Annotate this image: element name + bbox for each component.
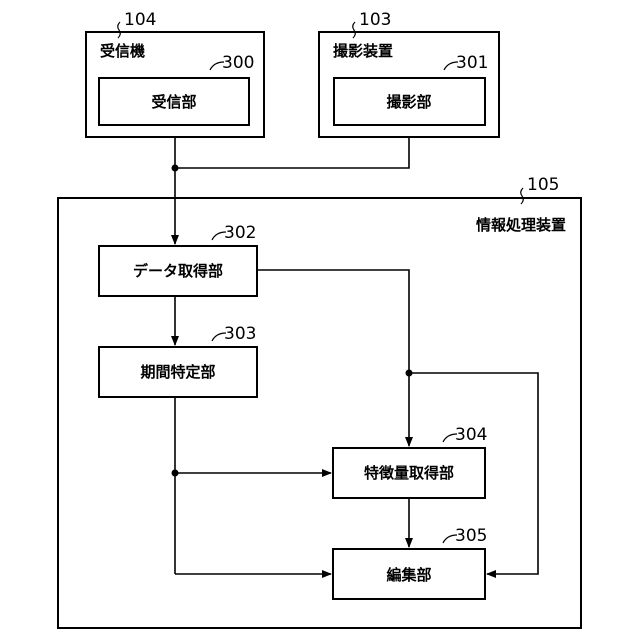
period-identification-block: 期間特定部 303 [99,324,257,397]
data-acquisition-label: データ取得部 [133,262,223,280]
receiver-title: 受信機 [100,42,145,60]
ref-300: 300 [222,53,254,73]
imaging-device-title: 撮影装置 [333,42,393,60]
ref-leader-104 [118,22,121,38]
editing-label: 編集部 [386,566,431,584]
line-imaging-to-junction [175,137,409,168]
imaging-device-block: 撮影装置 撮影部 103 301 [319,10,499,137]
feature-acquisition-block: 特徴量取得部 304 [333,425,487,498]
ref-305: 305 [455,526,487,546]
processing-device-title: 情報処理装置 [476,216,566,234]
ref-301: 301 [456,53,488,73]
period-identification-label: 期間特定部 [140,363,215,381]
processing-device-block: 情報処理装置 105 [58,175,581,628]
arrow-data-to-feature [257,270,409,446]
ref-104: 104 [124,10,156,30]
ref-103: 103 [359,10,391,30]
ref-302: 302 [224,223,256,243]
feature-acquisition-label: 特徴量取得部 [364,464,454,482]
junction-dot-top [172,165,179,172]
imaging-unit-label: 撮影部 [386,93,431,111]
editing-block: 編集部 305 [333,526,487,599]
ref-304: 304 [455,425,487,445]
ref-303: 303 [224,324,256,344]
ref-leader-103 [353,22,356,38]
receiving-unit-label: 受信部 [151,93,196,111]
data-acquisition-block: データ取得部 302 [99,223,257,296]
ref-105: 105 [527,175,559,195]
receiver-block: 受信機 受信部 104 300 [86,10,264,137]
ref-leader-105 [521,188,524,204]
